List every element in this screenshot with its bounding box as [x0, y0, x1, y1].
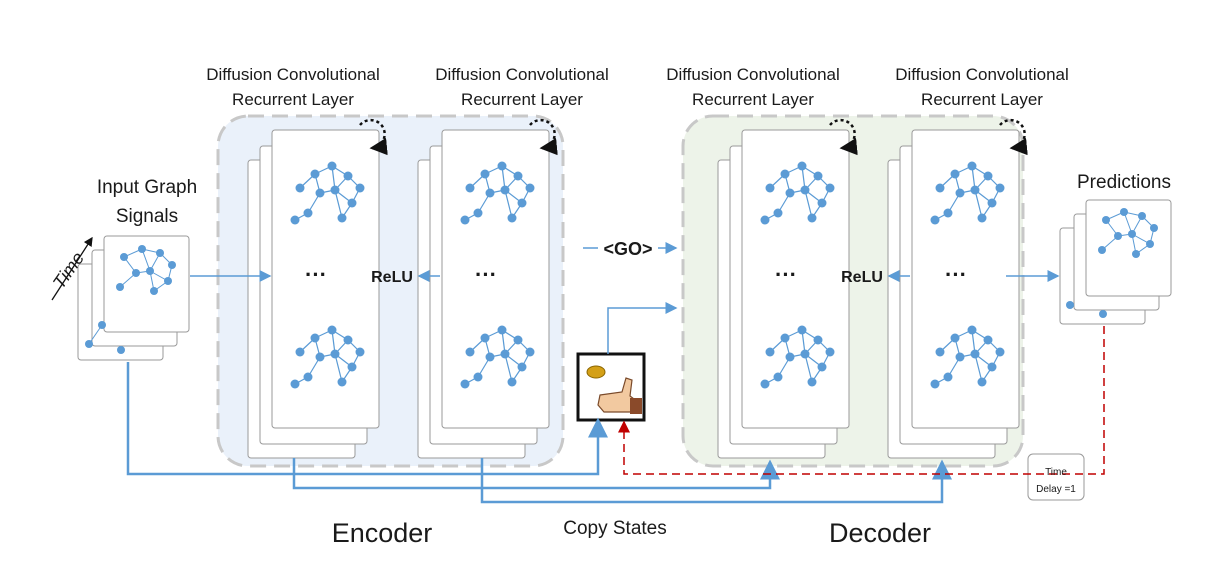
time-delay-feedback-line: [618, 326, 1105, 475]
encoder-layer-1-stack: [247, 129, 380, 459]
ellipsis: ···: [305, 262, 327, 287]
input-graph-stack: [77, 235, 190, 361]
encoder-layer-1-subtitle: Recurrent Layer: [232, 90, 354, 109]
time-axis-arrow: [51, 236, 93, 301]
time-delay-box: [1027, 453, 1085, 501]
copy-states-label: Copy States: [563, 518, 667, 539]
coin-flip-hand-icon: [576, 352, 646, 422]
ellipsis: ···: [775, 262, 797, 287]
ellipsis: ···: [475, 262, 497, 287]
go-token-label: <GO>: [603, 239, 652, 259]
encoder-layer-2-subtitle: Recurrent Layer: [461, 90, 583, 109]
time-delay-line2: Delay =1: [1036, 484, 1076, 495]
decoder-relu-label: ReLU: [841, 269, 883, 286]
encoder-relu-label: ReLU: [371, 269, 413, 286]
input-label-line2: Signals: [116, 206, 178, 227]
recurrence-loop-icon: [359, 118, 1028, 156]
input-label-line1: Input Graph: [97, 177, 197, 198]
encoder-layer-2-title: Diffusion Convolutional: [435, 65, 609, 84]
decoder-layer-2-title: Diffusion Convolutional: [895, 65, 1069, 84]
decoder-layer-2-stack: [887, 129, 1020, 459]
encoder-title: Encoder: [332, 518, 433, 548]
decoder-layer-1-title: Diffusion Convolutional: [666, 65, 840, 84]
time-delay-line1: Time: [1045, 467, 1067, 478]
predictions-stack: [1059, 199, 1172, 325]
decoder-layer-1-subtitle: Recurrent Layer: [692, 90, 814, 109]
encoder-layer-1-title: Diffusion Convolutional: [206, 65, 380, 84]
ellipsis: ···: [945, 262, 967, 287]
encoder-layer-2-stack: [417, 129, 550, 459]
decoder-layer-2-subtitle: Recurrent Layer: [921, 90, 1043, 109]
predictions-label: Predictions: [1077, 172, 1171, 193]
decoder-title: Decoder: [829, 518, 931, 548]
decoder-layer-1-stack: [717, 129, 850, 459]
